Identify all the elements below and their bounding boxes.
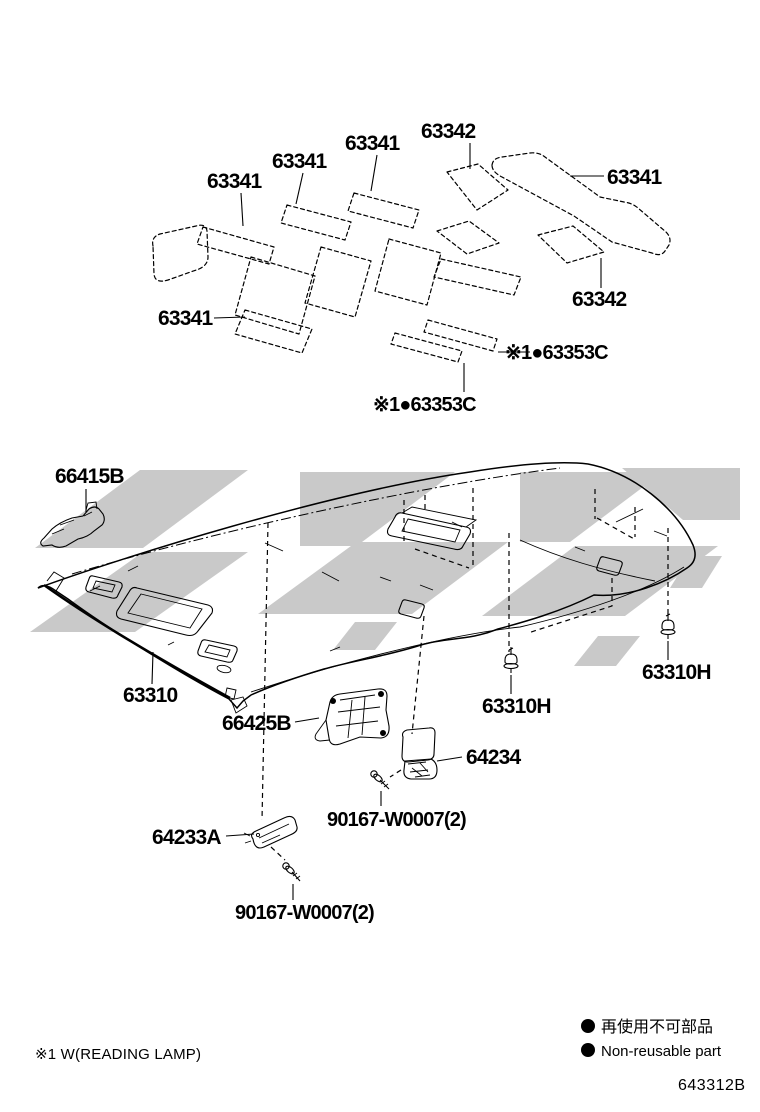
- part-label-90167-1[interactable]: 90167-W0007(2): [327, 809, 467, 831]
- sunroof-opening: [115, 586, 214, 637]
- part-label-64233a[interactable]: 64233A: [152, 826, 222, 849]
- panel-centerline: [71, 467, 561, 575]
- part-label-90167-2[interactable]: 90167-W0007(2): [235, 902, 375, 924]
- footnote-reading-lamp: ※1 W(READING LAMP): [35, 1046, 201, 1063]
- map-lamp-cutout: [85, 575, 123, 599]
- part-label-66415b[interactable]: 66415B: [55, 465, 125, 488]
- legend-non-reusable-en: Non-reusable part: [601, 1043, 722, 1060]
- part-64233a-drawing: [243, 815, 298, 849]
- diagram-code: 643312B: [678, 1077, 746, 1094]
- pad-63353c-strip: [423, 319, 498, 352]
- part-label-63341-4[interactable]: 63341: [607, 166, 663, 189]
- screw-90167-a: [370, 770, 390, 790]
- part-label-63353c-2[interactable]: ※1●63353C: [373, 394, 477, 416]
- part-label-63310h-1[interactable]: 63310H: [482, 695, 552, 718]
- overhead-console-opening: [386, 512, 472, 551]
- part-label-63310[interactable]: 63310: [123, 684, 178, 707]
- clip-63310h-b: [660, 613, 676, 639]
- part-66425b-drawing: [314, 688, 390, 746]
- non-reusable-bullet-icon: [581, 1019, 595, 1033]
- part-label-63341-3[interactable]: 63341: [345, 132, 401, 155]
- part-label-63341-1[interactable]: 63341: [207, 170, 263, 193]
- part-label-63341-5[interactable]: 63341: [158, 307, 214, 330]
- part-label-63310h-2[interactable]: 63310H: [642, 661, 712, 684]
- panel-detail-ticks: [89, 508, 668, 652]
- headliner-panel-drawing: [37, 462, 696, 714]
- clip-63310h-a: [503, 647, 519, 673]
- leader-lines: [85, 143, 669, 900]
- pad-63353c-strip: [390, 332, 463, 363]
- part-64234-drawing: [401, 727, 438, 780]
- projection-lines: [261, 488, 669, 861]
- legend: ※1 W(READING LAMP) 再使用不可部品 Non-reusable …: [35, 1018, 746, 1094]
- part-label-63342-1[interactable]: 63342: [421, 120, 476, 143]
- panel-outline: [37, 462, 696, 710]
- console-cutout: [197, 639, 238, 663]
- watermark-logo: [30, 468, 740, 666]
- part-label-63341-2[interactable]: 63341: [272, 150, 328, 173]
- pad-outline: [152, 224, 209, 282]
- part-number-labels: 63341 63341 63341 63342 63341 63342 6334…: [55, 120, 712, 924]
- part-66415b-drawing: [40, 501, 105, 548]
- roof-silencer-pads: [152, 152, 671, 363]
- legend-non-reusable-ja: 再使用不可部品: [601, 1018, 713, 1036]
- part-label-66425b[interactable]: 66425B: [222, 712, 292, 735]
- part-label-63342-2[interactable]: 63342: [572, 288, 627, 311]
- non-reusable-bullet-icon: [581, 1043, 595, 1057]
- part-label-64234[interactable]: 64234: [466, 746, 522, 769]
- screw-90167-b: [282, 862, 301, 882]
- part-label-63353c-1[interactable]: ※1●63353C: [505, 342, 609, 364]
